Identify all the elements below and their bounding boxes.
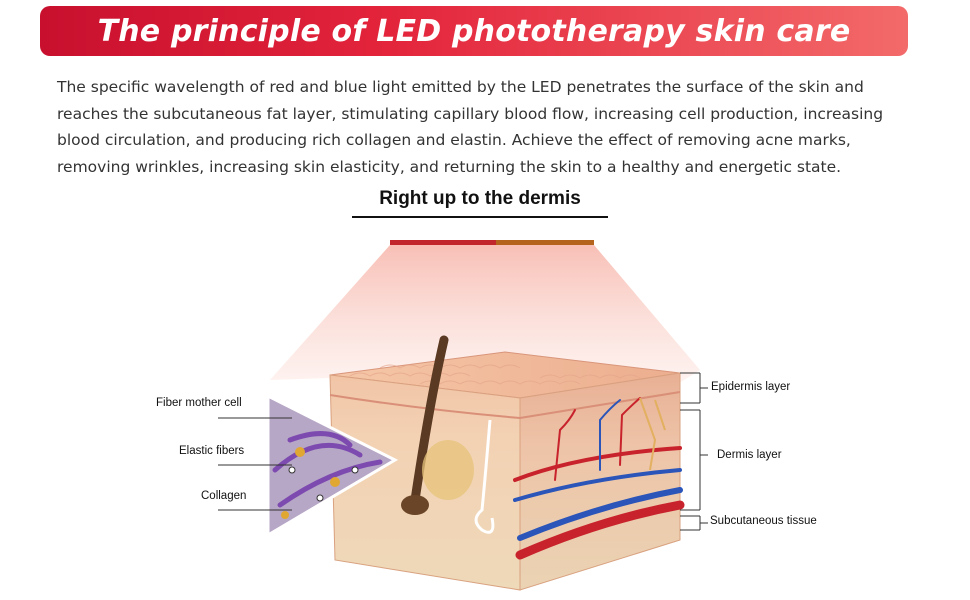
label-subcutaneous-tissue: Subcutaneous tissue: [710, 515, 817, 527]
sweat-gland: [474, 419, 495, 534]
page-title: The principle of LED phototherapy skin c…: [97, 13, 851, 49]
title-banner: The principle of LED phototherapy skin c…: [40, 6, 908, 56]
led-light-bar: [390, 240, 594, 245]
label-epidermis-layer: Epidermis layer: [711, 381, 791, 393]
nerve-fibers: [639, 397, 666, 471]
label-fiber-mother-cell: Fiber mother cell: [156, 397, 242, 409]
hair-shaft: [410, 335, 449, 505]
label-collagen: Collagen: [201, 490, 247, 502]
layer-brackets: [680, 372, 708, 531]
fiber-mother-cells: [281, 447, 340, 519]
diagram-heading: Right up to the dermis: [352, 188, 608, 218]
hair-follicle: [422, 440, 474, 500]
elastic-fiber-dots: [288, 466, 359, 502]
collagen-fibers: [272, 431, 383, 508]
label-elastic-fibers: Elastic fibers: [179, 445, 245, 457]
intro-paragraph: The specific wavelength of red and blue …: [57, 78, 884, 176]
epidermis-texture: [349, 364, 641, 385]
blood-vessels: [513, 397, 685, 560]
label-dermis-layer: Dermis layer: [717, 449, 782, 461]
